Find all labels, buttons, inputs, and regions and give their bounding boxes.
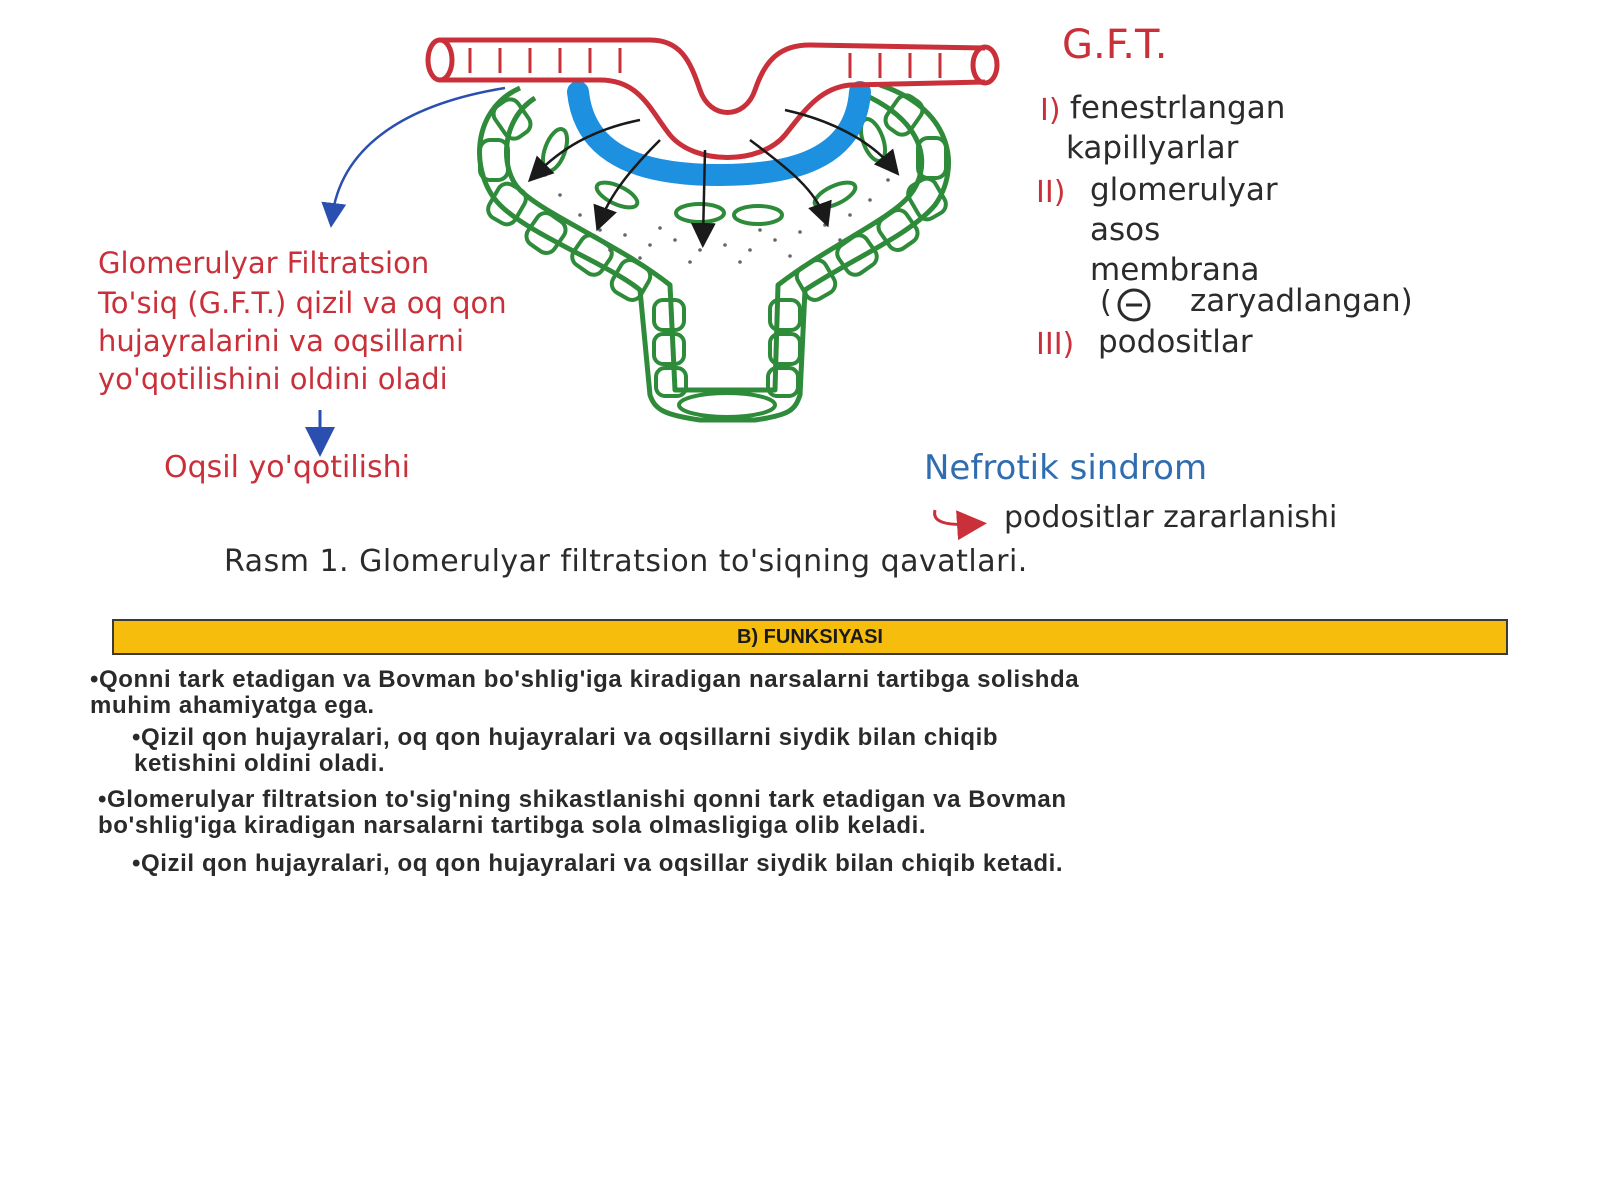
layer-1-number: I) — [1040, 93, 1061, 128]
bullet-1-line-2: muhim ahamiyatga ega. — [90, 692, 375, 719]
filtration-arrows — [527, 108, 900, 248]
podocyte-damage-label: podositlar zararlanishi — [1004, 500, 1338, 535]
sub-bullet-1-line-1: •Qizil qon hujayralari, oq qon hujayrala… — [132, 724, 999, 751]
bullet-2-line-2: bo'shlig'iga kiradigan narsalarni tartib… — [98, 812, 927, 839]
sub-bullet-2-line-1: •Qizil qon hujayralari, oq qon hujayrala… — [132, 850, 1064, 877]
layer-1-text-2: kapillyarlar — [1066, 130, 1239, 166]
layer-1-text: fenestrlangan — [1070, 90, 1286, 126]
sub-bullet-1-line-2: ketishini oldini oladi. — [134, 750, 386, 777]
layer-3-number: III) — [1036, 327, 1075, 362]
section-banner-label: B) FUNKSIYASI — [737, 625, 883, 648]
gft-title: G.F.T. — [1062, 22, 1168, 68]
left-note-line-2: To'siq (G.F.T.) qizil va oq qon — [98, 286, 507, 320]
bowman-capsule — [477, 82, 951, 423]
layer-2-text-4: zaryadlangan) — [1190, 283, 1413, 319]
layer-2-text: glomerulyar — [1090, 172, 1278, 208]
negative-charge-icon — [1117, 288, 1151, 322]
layer-2-number: II) — [1036, 175, 1066, 210]
podocyte-cells — [478, 93, 948, 419]
fenestrated-capillary — [425, 37, 1000, 160]
capillary-fenestrations — [468, 48, 942, 78]
hook-arrow-red — [933, 509, 987, 541]
basement-membrane — [567, 81, 871, 187]
figure-caption: Rasm 1. Glomerulyar filtratsion to'siqni… — [224, 544, 1028, 579]
layer-3-text: podositlar — [1098, 324, 1253, 360]
layer-2-text-3: membrana — [1090, 252, 1260, 288]
bullet-1-line-1: •Qonni tark etadigan va Bovman bo'shlig'… — [90, 666, 1080, 693]
section-banner: B) FUNKSIYASI — [112, 619, 1508, 655]
left-note-line-1: Glomerulyar Filtratsion — [98, 246, 430, 280]
layer-2-open-paren: ( — [1100, 285, 1112, 320]
nephrotic-syndrome-title: Nefrotik sindrom — [924, 448, 1208, 488]
left-note-line-3: hujayralarini va oqsillarni — [98, 324, 465, 358]
layer-2-text-2: asos — [1090, 212, 1161, 248]
glomerular-barrier-diagram — [305, 37, 1151, 541]
left-note-line-4: yo'qotilishini oldini oladi — [98, 362, 448, 396]
pointer-arrow-blue — [321, 86, 506, 228]
protein-loss-label: Oqsil yo'qotilishi — [164, 450, 410, 485]
bullet-2-line-1: •Glomerulyar filtratsion to'sig'ning shi… — [98, 786, 1067, 813]
